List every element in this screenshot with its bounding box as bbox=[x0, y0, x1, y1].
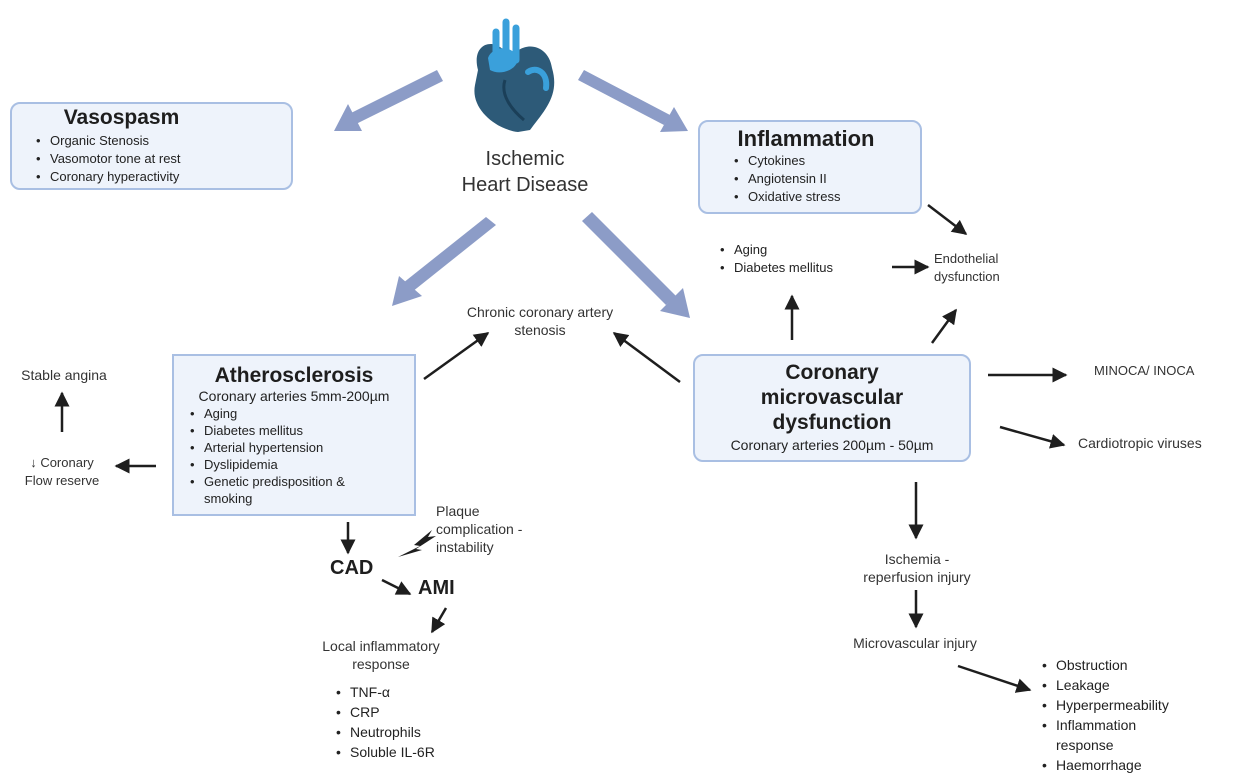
list-item: Inflammation bbox=[1038, 715, 1169, 735]
risk-list: Aging Diabetes mellitus bbox=[716, 241, 833, 277]
list-item: Oxidative stress bbox=[730, 188, 920, 206]
flow-reserve-line-1: ↓ Coronary bbox=[30, 455, 94, 470]
arrow-to-inflammation bbox=[578, 70, 688, 132]
cmd-box: Coronary microvascular dysfunction Coron… bbox=[693, 354, 971, 462]
arrow-cmd-endothelial bbox=[930, 308, 958, 344]
flow-reserve-line-2: Flow reserve bbox=[24, 473, 100, 488]
arrow-to-vasospasm bbox=[334, 70, 443, 131]
list-item: Cytokines bbox=[730, 152, 920, 170]
arrow-cmd-viruses bbox=[999, 425, 1066, 449]
list-item: Arterial hypertension bbox=[186, 439, 414, 456]
inflammation-list: Cytokines Angiotensin II Oxidative stres… bbox=[730, 152, 920, 206]
list-item: Coronary hyperactivity bbox=[32, 168, 291, 186]
list-item: Dyslipidemia bbox=[186, 456, 414, 473]
center-label: Ischemic Heart Disease bbox=[440, 146, 610, 198]
local-response-label: Local inflammatory response bbox=[300, 637, 462, 673]
list-item: Soluble IL-6R bbox=[332, 742, 435, 762]
list-item: Aging bbox=[716, 241, 833, 259]
stable-angina-label: Stable angina bbox=[21, 367, 107, 383]
arrow-micro-list bbox=[957, 664, 1032, 693]
local-line-1: Local inflammatory bbox=[322, 638, 440, 654]
plaque-line-2: complication - bbox=[436, 521, 523, 537]
local-response-list: TNF-α CRP Neutrophils Soluble IL-6R bbox=[332, 682, 435, 762]
arrow-cmd-chronic bbox=[612, 331, 681, 384]
endothelial-label: Endothelial dysfunction bbox=[934, 250, 1000, 286]
list-item: TNF-α bbox=[332, 682, 435, 702]
big-arrows bbox=[334, 70, 690, 318]
atherosclerosis-list: Aging Diabetes mellitus Arterial hyperte… bbox=[186, 405, 414, 507]
cmd-title: Coronary microvascular dysfunction bbox=[695, 360, 969, 435]
cmd-title-line-1: Coronary bbox=[785, 361, 879, 384]
vasospasm-list: Organic Stenosis Vasomotor tone at rest … bbox=[32, 132, 291, 186]
list-item: Organic Stenosis bbox=[32, 132, 291, 150]
cmd-title-line-3: dysfunction bbox=[772, 411, 892, 434]
local-line-2: response bbox=[352, 656, 410, 672]
center-line-1: Ischemic bbox=[485, 148, 565, 170]
vasospasm-box: Vasospasm Organic Stenosis Vasomotor ton… bbox=[10, 102, 293, 190]
atherosclerosis-subtitle: Coronary arteries 5mm-200µm bbox=[198, 388, 390, 404]
list-item: Hyperpermeability bbox=[1038, 695, 1169, 715]
microvascular-injury-label: Microvascular injury bbox=[853, 635, 977, 651]
minoca-label: MINOCA/ INOCA bbox=[1094, 363, 1195, 378]
plaque-line-1: Plaque bbox=[436, 503, 480, 519]
list-item: Obstruction bbox=[1038, 655, 1169, 675]
list-item: Vasomotor tone at rest bbox=[32, 150, 291, 168]
arrow-athero-chronic bbox=[423, 331, 490, 381]
arrow-inflammation-endothelial bbox=[927, 204, 968, 235]
atherosclerosis-title: Atherosclerosis bbox=[214, 364, 374, 387]
arrow-ami-local bbox=[430, 607, 448, 634]
inflammation-title: Inflammation bbox=[737, 126, 875, 151]
heart-icon bbox=[474, 18, 555, 132]
list-item: Diabetes mellitus bbox=[716, 259, 833, 277]
list-item: CRP bbox=[332, 702, 435, 722]
list-item: Haemorrhage bbox=[1038, 755, 1169, 775]
viruses-label: Cardiotropic viruses bbox=[1078, 435, 1202, 451]
list-item: Angiotensin II bbox=[730, 170, 920, 188]
vasospasm-title: Vasospasm bbox=[63, 106, 180, 129]
arrow-to-cmd bbox=[582, 212, 690, 318]
ami-label: AMI bbox=[418, 577, 455, 599]
cmd-title-line-2: microvascular bbox=[760, 386, 904, 409]
ischemia-line-2: reperfusion injury bbox=[863, 569, 971, 585]
list-item: Aging bbox=[186, 405, 414, 422]
list-item: Neutrophils bbox=[332, 722, 435, 742]
chronic-line-2: stenosis bbox=[514, 322, 566, 338]
center-line-2: Heart Disease bbox=[461, 174, 589, 196]
injury-list: Obstruction Leakage Hyperpermeability In… bbox=[1038, 655, 1169, 775]
list-item: Genetic predisposition & smoking bbox=[186, 473, 394, 507]
ischemia-label: Ischemia - reperfusion injury bbox=[842, 550, 992, 586]
list-item: Leakage bbox=[1038, 675, 1169, 695]
list-item-continuation: response bbox=[1056, 737, 1114, 753]
cad-label: CAD bbox=[330, 557, 374, 579]
atherosclerosis-box: Atherosclerosis Coronary arteries 5mm-20… bbox=[172, 354, 416, 516]
plaque-line-3: instability bbox=[436, 539, 494, 555]
chronic-stenosis-label: Chronic coronary artery stenosis bbox=[440, 303, 640, 339]
endothelial-line-1: Endothelial bbox=[934, 251, 999, 266]
arrow-to-atherosclerosis bbox=[392, 217, 496, 306]
plaque-label: Plaque complication - instability bbox=[436, 502, 522, 556]
lightning-bolt-icon bbox=[398, 530, 436, 557]
ischemia-line-1: Ischemia - bbox=[884, 551, 950, 567]
chronic-line-1: Chronic coronary artery bbox=[466, 304, 614, 320]
cmd-subtitle: Coronary arteries 200µm - 50µm bbox=[730, 437, 934, 453]
endothelial-line-2: dysfunction bbox=[934, 269, 1000, 284]
list-item: Diabetes mellitus bbox=[186, 422, 414, 439]
arrow-cad-ami bbox=[381, 578, 412, 596]
inflammation-box: Inflammation Cytokines Angiotensin II Ox… bbox=[698, 120, 922, 214]
flow-reserve-label: ↓ Coronary Flow reserve bbox=[12, 454, 112, 490]
